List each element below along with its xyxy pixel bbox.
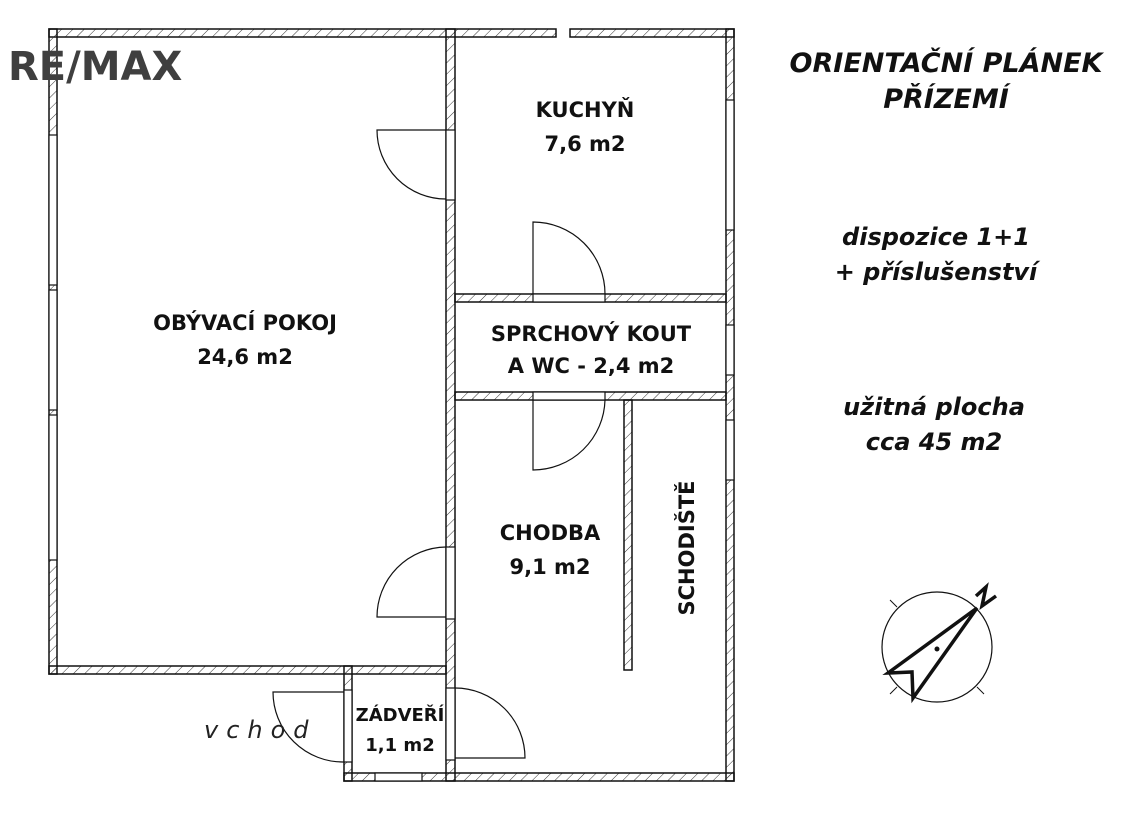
vestibule-area: 1,1 m2 [365,735,434,756]
kitchen-name: KUCHYŇ [536,97,635,122]
hallway-area: 9,1 m2 [509,555,590,579]
bathroom-area: A WC - 2,4 m2 [508,354,674,378]
layout-line2: + příslušenství [835,258,1041,286]
title-line1: ORIENTAČNÍ PLÁNEK [790,47,1105,79]
title-line2: PŘÍZEMÍ [883,83,1012,115]
living-room-name: OBÝVACÍ POKOJ [153,310,337,335]
living-room-area: 24,6 m2 [197,345,293,369]
area-line2: cca 45 m2 [866,428,1002,456]
bathroom-name: SPRCHOVÝ KOUT [491,321,692,346]
doors [272,129,606,763]
hallway-name: CHODBA [500,521,601,545]
north-compass-icon [881,582,998,704]
walls [48,28,735,782]
stairs-name: SCHODIŠTĚ [674,480,699,615]
windows [48,99,735,782]
entrance-label: vchod [204,716,317,744]
area-line1: užitná plocha [843,393,1025,421]
layout-line1: dispozice 1+1 [842,223,1030,251]
kitchen-area: 7,6 m2 [544,132,625,156]
vestibule-name: ZÁDVEŘÍ [356,704,445,726]
remax-logo: RE/MAX [8,44,182,90]
